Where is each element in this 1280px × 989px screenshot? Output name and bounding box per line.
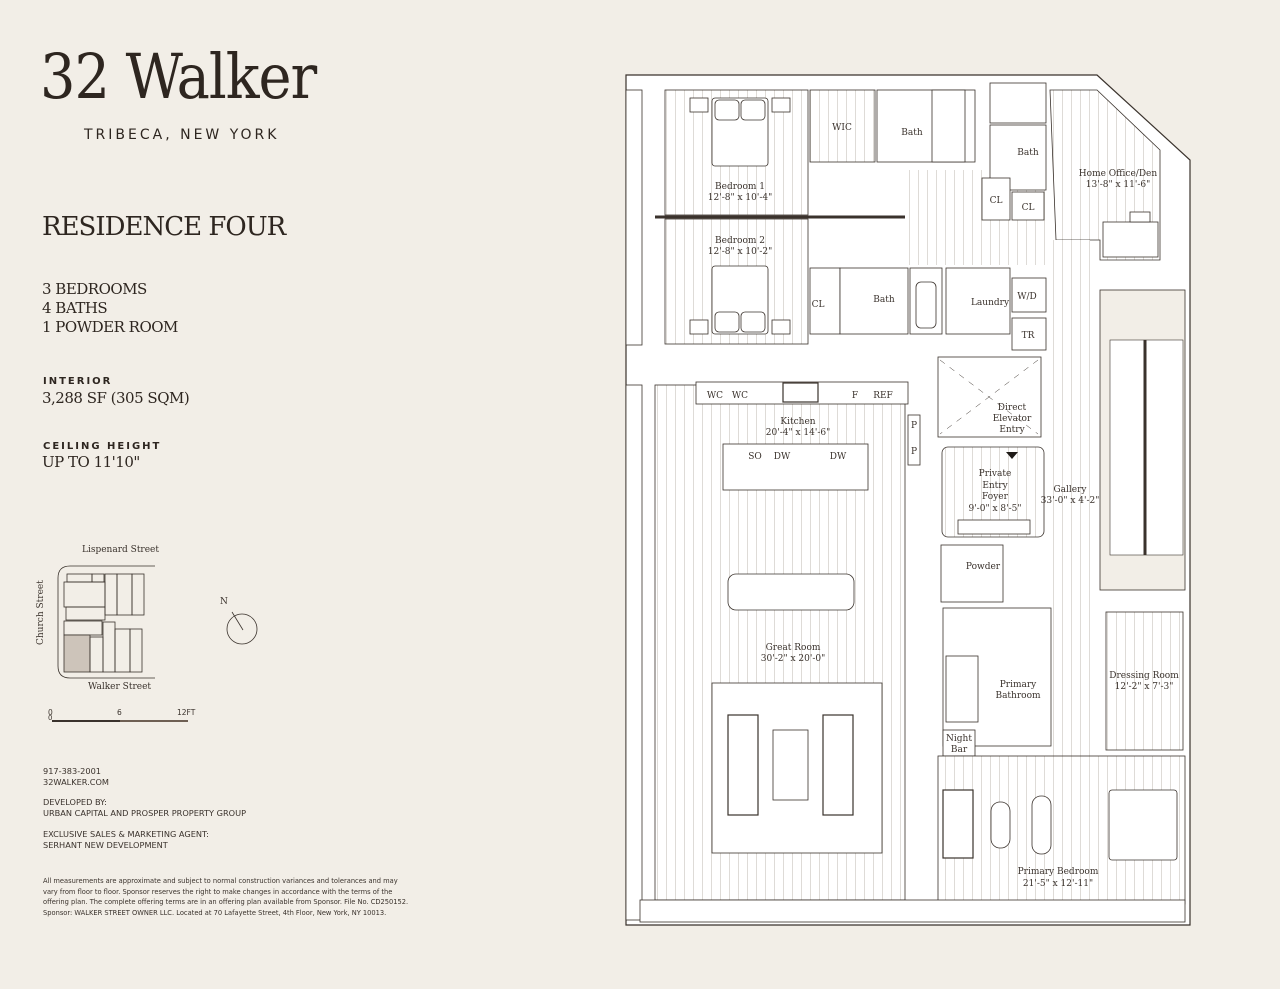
interior-label: INTERIOR — [43, 376, 113, 387]
svg-text:SO: SO — [748, 452, 762, 462]
cooktop-icon — [782, 382, 819, 403]
svg-text:Night: Night — [946, 734, 972, 744]
svg-text:Gallery: Gallery — [1053, 485, 1087, 495]
phone[interactable]: 917-383-2001 — [43, 766, 102, 776]
svg-text:Bathroom: Bathroom — [995, 691, 1041, 701]
svg-text:WC: WC — [732, 391, 748, 401]
svg-text:12FT: 12FT — [177, 708, 196, 717]
elevator — [937, 356, 1042, 438]
residence-title: RESIDENCE FOUR — [42, 212, 286, 242]
dining-table — [727, 573, 855, 611]
svg-text:30'-2" x 20'-0": 30'-2" x 20'-0" — [761, 654, 825, 664]
svg-text:33'-0" x 4'-2": 33'-0" x 4'-2" — [1041, 496, 1100, 506]
developer-name: URBAN CAPITAL AND PROSPER PROPERTY GROUP — [43, 808, 247, 818]
svg-text:P: P — [911, 447, 917, 457]
bedroom-count: 3 BEDROOMS — [42, 280, 147, 298]
svg-text:0: 0 — [48, 714, 52, 722]
legal-disclaimer: All measurements are approximate and sub… — [43, 877, 409, 917]
compass-n: N — [220, 597, 228, 607]
bed-icon — [689, 97, 791, 335]
svg-text:Primary: Primary — [1000, 680, 1037, 690]
svg-text:Bath: Bath — [1017, 148, 1039, 158]
svg-text:Powder: Powder — [966, 562, 1001, 572]
entry-arrow-icon — [1006, 452, 1018, 459]
agent-label: EXCLUSIVE SALES & MARKETING AGENT: — [43, 829, 209, 839]
svg-text:DW: DW — [830, 452, 847, 462]
dims-bedroom-1: 12'-8" x 10'-4" — [708, 193, 772, 203]
ceiling-value: UP TO 11'10" — [42, 453, 140, 471]
svg-text:20'-4" x 14'-6": 20'-4" x 14'-6" — [766, 428, 830, 438]
svg-text:Entry: Entry — [982, 481, 1008, 491]
svg-text:Dressing Room: Dressing Room — [1109, 671, 1179, 681]
svg-text:Kitchen: Kitchen — [780, 417, 815, 427]
svg-text:Elevator: Elevator — [993, 414, 1032, 424]
site-map: Lispenard Street Church Street Walker St… — [36, 545, 258, 722]
svg-text:REF: REF — [873, 391, 893, 401]
bed-icon — [1108, 789, 1178, 861]
svg-text:F: F — [852, 391, 858, 401]
svg-text:TR: TR — [1022, 331, 1035, 341]
brand-subtitle: TRIBECA, NEW YORK — [84, 127, 280, 143]
street-church: Church Street — [36, 580, 46, 645]
developer-label: DEVELOPED BY: — [43, 797, 107, 807]
ceiling-label: CEILING HEIGHT — [43, 441, 162, 452]
svg-text:12'-2" x 7'-3": 12'-2" x 7'-3" — [1115, 682, 1174, 692]
svg-text:21'-5" x 12'-11": 21'-5" x 12'-11" — [1023, 879, 1093, 889]
brand-title: 32 Walker — [40, 40, 317, 113]
bath-count: 4 BATHS — [42, 299, 108, 317]
svg-text:9'-0" x 8'-5": 9'-0" x 8'-5" — [968, 504, 1021, 514]
dims-bedroom-2: 12'-8" x 10'-2" — [708, 247, 772, 257]
agent-name: SERHANT NEW DEVELOPMENT — [43, 840, 168, 850]
street-walker: Walker Street — [88, 682, 151, 692]
svg-text:Foyer: Foyer — [982, 492, 1009, 502]
svg-text:Direct: Direct — [998, 403, 1027, 413]
svg-text:Great Room: Great Room — [766, 643, 821, 653]
svg-text:Bath: Bath — [873, 295, 895, 305]
svg-text:Private: Private — [979, 469, 1012, 479]
svg-text:6: 6 — [117, 708, 122, 717]
svg-text:13'-8" x 11'-6": 13'-8" x 11'-6" — [1086, 180, 1150, 190]
svg-text:W/D: W/D — [1017, 292, 1037, 302]
kitchen-island — [722, 443, 869, 491]
scale-bar: 0 6 12FT — [48, 708, 196, 722]
powder-count: 1 POWDER ROOM — [42, 318, 178, 336]
interior-value: 3,288 SF (305 SQM) — [42, 389, 190, 407]
svg-text:Bar: Bar — [951, 745, 968, 755]
svg-text:0: 0 — [48, 708, 53, 717]
svg-text:DW: DW — [774, 452, 791, 462]
staircase-icon — [1109, 339, 1184, 556]
floor-plan: Bedroom 1 12'-8" x 10'-4" Bedroom 2 12'-… — [625, 74, 1191, 926]
svg-text:WC: WC — [707, 391, 723, 401]
bathtub-icon — [915, 281, 937, 329]
label-bedroom-2: Bedroom 2 — [715, 236, 765, 246]
label-bedroom-1: Bedroom 1 — [715, 182, 765, 192]
svg-text:CL: CL — [990, 196, 1003, 206]
website-link[interactable]: 32WALKER.COM — [43, 777, 109, 787]
north-arrow-icon — [226, 611, 258, 645]
svg-text:Bath: Bath — [901, 128, 923, 138]
svg-text:Home Office/Den: Home Office/Den — [1079, 169, 1158, 179]
svg-text:CL: CL — [812, 300, 825, 310]
svg-text:CL: CL — [1022, 203, 1035, 213]
svg-text:Entry: Entry — [999, 425, 1025, 435]
svg-text:WIC: WIC — [832, 123, 852, 133]
street-lispenard: Lispenard Street — [82, 545, 159, 555]
svg-text:P: P — [911, 421, 917, 431]
svg-text:Primary Bedroom: Primary Bedroom — [1018, 867, 1099, 877]
svg-text:Laundry: Laundry — [971, 298, 1010, 308]
